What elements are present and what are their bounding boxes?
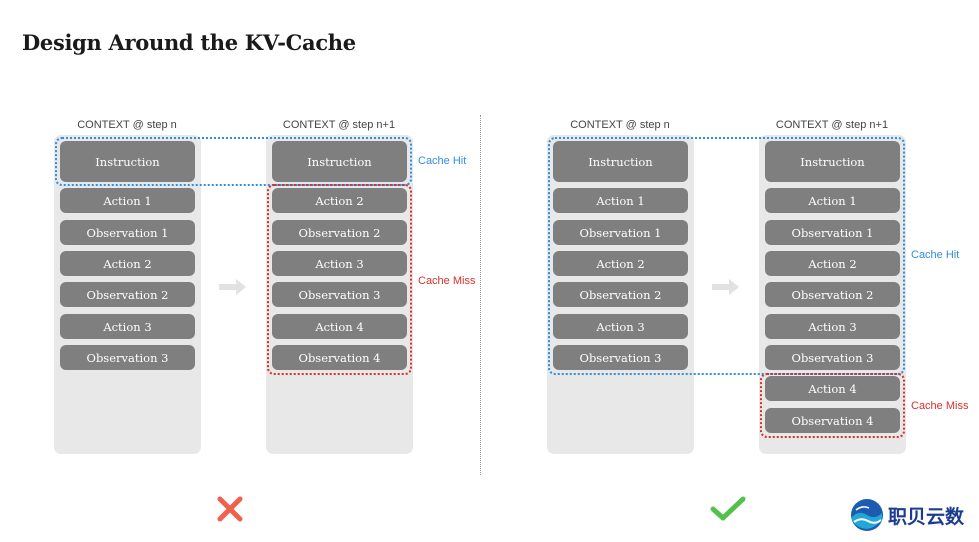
cross-icon: [217, 496, 243, 522]
cache-hit-label: Cache Hit: [418, 155, 467, 167]
cache-hit-label: Cache Hit: [911, 249, 960, 261]
context-label-step-n1: CONTEXT @ step n+1: [282, 119, 396, 131]
context-block: Observation 3: [60, 345, 195, 370]
check-icon: [710, 496, 746, 521]
context-block: Action 1: [553, 188, 688, 213]
context-block: Action 3: [765, 314, 900, 339]
arrow-right-icon: [712, 279, 739, 295]
context-block-instruction: Instruction: [765, 141, 900, 182]
context-block: Observation 2: [60, 282, 195, 307]
context-block: Action 4: [765, 376, 900, 401]
context-block: Observation 2: [553, 282, 688, 307]
context-label-step-n1: CONTEXT @ step n+1: [775, 119, 889, 131]
context-block: Action 1: [765, 188, 900, 213]
context-block: Observation 1: [60, 220, 195, 245]
cache-miss-label: Cache Miss: [911, 400, 969, 412]
context-block: Observation 2: [272, 220, 407, 245]
logo-icon: [851, 499, 883, 531]
context-block: Observation 4: [272, 345, 407, 370]
context-block: Action 2: [60, 251, 195, 276]
context-block: Action 4: [272, 314, 407, 339]
page-title: Design Around the KV-Cache: [22, 30, 356, 55]
context-block: Action 3: [553, 314, 688, 339]
context-block: Observation 2: [765, 282, 900, 307]
logo-text: 职贝云数: [888, 506, 965, 528]
context-block: Observation 3: [272, 282, 407, 307]
context-block: Action 2: [553, 251, 688, 276]
cache-hit-region: [548, 137, 905, 375]
cache-miss-label: Cache Miss: [418, 275, 476, 287]
context-block-instruction: Instruction: [272, 141, 407, 182]
divider: [480, 115, 481, 475]
context-block-instruction: Instruction: [553, 141, 688, 182]
context-label-step-n: CONTEXT @ step n: [570, 119, 670, 131]
context-block: Action 1: [60, 188, 195, 213]
context-block-instruction: Instruction: [60, 141, 195, 182]
context-label-step-n: CONTEXT @ step n: [77, 119, 177, 131]
cache-hit-region: [55, 137, 412, 186]
cache-miss-region: [760, 373, 905, 438]
context-block: Observation 3: [765, 345, 900, 370]
context-block: Observation 4: [765, 408, 900, 433]
brand-logo: 职贝云数: [850, 498, 964, 532]
context-block: Action 2: [765, 251, 900, 276]
context-block: Action 3: [272, 251, 407, 276]
context-block: Observation 1: [553, 220, 688, 245]
cache-miss-region: [267, 184, 412, 375]
context-block: Observation 1: [765, 220, 900, 245]
context-block: Action 3: [60, 314, 195, 339]
arrow-right-icon: [219, 279, 246, 295]
context-block: Observation 3: [553, 345, 688, 370]
context-block: Action 2: [272, 188, 407, 213]
